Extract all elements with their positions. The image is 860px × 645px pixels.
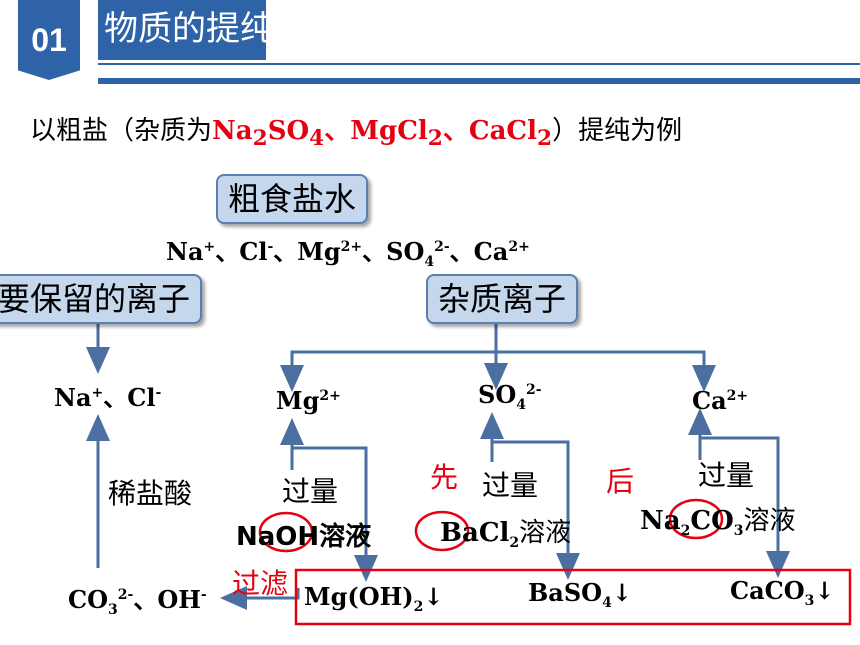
arrow-filter	[220, 586, 300, 610]
circle-na2co3	[668, 498, 724, 540]
precipitate-caco3: CaCO3↓	[730, 576, 835, 609]
arrow-mg-product	[292, 446, 378, 582]
circle-bacl2	[414, 510, 470, 552]
section-title: 物质的提纯	[98, 0, 266, 60]
note-first: 先	[430, 461, 459, 494]
keep-ions: Na+、Cl-	[54, 383, 162, 412]
precipitate-box	[294, 568, 852, 626]
precipitate-baso4: BaSO4↓	[528, 578, 632, 611]
ca-reagent-na2co3: Na2CO3溶液	[640, 506, 796, 540]
ca-reagent-excess: 过量	[698, 459, 755, 492]
circle-naoh	[258, 511, 314, 553]
so4-reagent-excess: 过量	[482, 469, 539, 502]
splitter-bar	[290, 350, 706, 378]
impurity-cacl2: CaCl2	[468, 116, 553, 152]
brine-ions: Na+、Cl-、Mg2+、SO42-、Ca2+	[166, 237, 530, 270]
precipitate-mgoh2: Mg(OH)2↓	[304, 582, 444, 615]
mg-reagent-excess: 过量	[282, 475, 339, 508]
header-rule-thin	[98, 63, 860, 65]
impurity-mgcl2: MgCl2	[350, 116, 443, 152]
mg-reagent-naoh: NaOH溶液	[236, 522, 372, 552]
brine-label: 粗食盐水	[216, 174, 369, 224]
note-after: 后	[606, 465, 635, 498]
impurity-na2so4: Na2SO4	[212, 116, 325, 152]
note-filter: 过滤	[232, 567, 289, 600]
so4-reagent-bacl2: BaCl2溶液	[440, 518, 572, 552]
impurity-ions-label: 杂质离子	[426, 274, 579, 324]
intro-text: 以粗盐（杂质为Na2SO4、MgCl2、CaCl2）提纯为例	[30, 116, 683, 152]
section-number-badge: 01	[18, 0, 80, 80]
ca-ion: Ca2+	[692, 386, 749, 415]
keep-ions-label: 要保留的离子	[0, 274, 203, 324]
hcl-reagent: 稀盐酸	[108, 477, 193, 510]
mg-ion: Mg2+	[276, 386, 341, 415]
header-rule-thick	[98, 78, 860, 84]
arrow-ca-product	[700, 436, 790, 578]
so4-ion: SO42-	[478, 380, 542, 413]
arrow-so4-product	[492, 440, 580, 580]
residual-ions: CO32-、OH-	[68, 585, 207, 618]
